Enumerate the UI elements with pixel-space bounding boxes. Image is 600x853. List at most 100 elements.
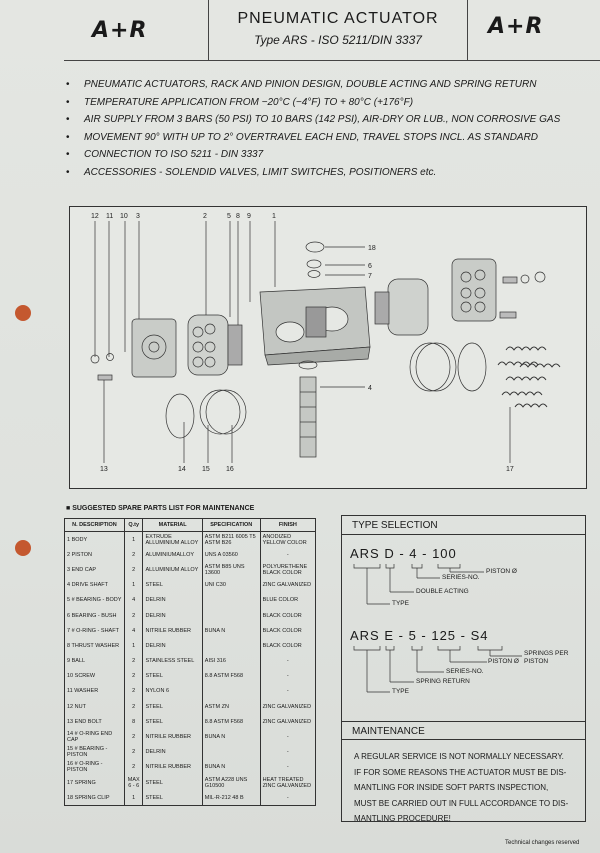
label-double-acting: DOUBLE ACTING bbox=[416, 588, 469, 595]
cell-description: 5 # BEARING - BODY bbox=[64, 592, 125, 608]
callout-number: 16 bbox=[226, 466, 234, 473]
cell-qty: 2 bbox=[123, 668, 144, 684]
label-series-no: SERIES-NO. bbox=[446, 668, 484, 675]
cell-qty: 1 bbox=[123, 531, 144, 548]
cell-spec: ASTM ZN bbox=[201, 699, 261, 715]
cell-description: 12 NUT bbox=[64, 699, 125, 715]
type-selection-title: TYPE SELECTION bbox=[342, 516, 585, 535]
cell-spec bbox=[201, 607, 261, 624]
brand-logo-right: A+R bbox=[488, 14, 544, 39]
spare-parts-table: N. DESCRIPTION Q.ty MATERIAL SPECIFICATI… bbox=[64, 518, 317, 807]
cell-description: 6 BEARING - BUSH bbox=[64, 607, 125, 624]
cell-description: 1 BODY bbox=[64, 531, 125, 548]
cell-qty: 2 bbox=[123, 607, 144, 624]
cell-spec: ASTM B85 UNS 13600 bbox=[201, 562, 261, 578]
cell-spec: BUNA N bbox=[201, 759, 261, 775]
exploded-view-svg: 12 11 10 3 2 5 8 9 1 18 6 7 4 13 14 15 1… bbox=[90, 213, 561, 473]
cell-description: 16 # O-RING - PISTON bbox=[64, 759, 125, 775]
cell-material: NITRILE RUBBER bbox=[142, 623, 203, 639]
cell-spec: 8.8 ASTM F568 bbox=[201, 668, 261, 684]
cell-finish: - bbox=[259, 759, 317, 775]
label-type: TYPE bbox=[392, 688, 409, 695]
cell-finish: - bbox=[259, 729, 317, 745]
punch-hole bbox=[15, 305, 31, 321]
callout-number: 14 bbox=[178, 466, 186, 473]
cell-material: NITRILE RUBBER bbox=[142, 759, 203, 775]
maintenance-line: A REGULAR SERVICE IS NOT NORMALLY NECESS… bbox=[354, 752, 564, 761]
callout-number: 7 bbox=[368, 273, 372, 280]
cell-description: 3 END CAP bbox=[64, 562, 125, 578]
cell-qty: 2 bbox=[123, 729, 144, 745]
table-header-row: N. DESCRIPTION Q.ty MATERIAL SPECIFICATI… bbox=[64, 518, 317, 532]
feature-list: PNEUMATIC ACTUATORS, RACK AND PINION DES… bbox=[66, 76, 594, 181]
cell-finish: ZINC GALVANIZED bbox=[259, 577, 317, 593]
callout-number: 13 bbox=[100, 466, 108, 473]
cell-finish: ZINC GALVANIZED bbox=[259, 714, 317, 730]
callout-number: 10 bbox=[120, 213, 128, 220]
cell-description: 11 WASHER bbox=[64, 683, 125, 700]
cell-material: STEEL bbox=[142, 775, 203, 791]
feature-item: CONNECTION TO ISO 5211 - DIN 3337 bbox=[66, 146, 594, 164]
cell-finish: BLACK COLOR bbox=[259, 638, 317, 654]
cell-material: STEEL bbox=[142, 714, 203, 730]
cell-material: STEEL bbox=[142, 699, 203, 715]
cell-qty: 1 bbox=[123, 790, 144, 807]
cell-qty: 8 bbox=[123, 714, 144, 730]
type-code-spring-return: ARS E - 5 - 125 - S4 bbox=[350, 628, 489, 643]
column-header: Q.ty bbox=[123, 518, 144, 532]
cell-finish: ZINC GALVANIZED bbox=[259, 699, 317, 715]
type-code-double-acting: ARS D - 4 - 100 bbox=[350, 546, 457, 561]
cell-spec bbox=[201, 592, 261, 608]
callout-number: 17 bbox=[506, 466, 514, 473]
callout-number: 12 bbox=[91, 213, 99, 220]
cell-qty: 2 bbox=[123, 547, 144, 563]
cell-finish: BLUE COLOR bbox=[259, 592, 317, 608]
cell-finish: BLACK COLOR bbox=[259, 623, 317, 639]
column-header: SPECIFICATION bbox=[201, 518, 261, 532]
cell-finish: - bbox=[259, 653, 317, 669]
cell-finish: - bbox=[259, 744, 317, 760]
maintenance-text: A REGULAR SERVICE IS NOT NORMALLY NECESS… bbox=[354, 749, 582, 827]
column-header: N. DESCRIPTION bbox=[64, 518, 125, 532]
label-series-no: SERIES-NO. bbox=[442, 574, 480, 581]
maintenance-line: MANTLING PROCEDURE! bbox=[354, 814, 451, 823]
cell-material: STEEL bbox=[142, 668, 203, 684]
callout-number: 18 bbox=[368, 245, 376, 252]
feature-item: TEMPERATURE APPLICATION FROM −20°C (−4°F… bbox=[66, 94, 594, 112]
cell-qty: 2 bbox=[123, 562, 144, 578]
cell-description: 4 DRIVE SHAFT bbox=[64, 577, 125, 593]
cell-spec bbox=[201, 683, 261, 700]
cell-description: 7 # O-RING - SHAFT bbox=[64, 623, 125, 639]
cell-material: NITRILE RUBBER bbox=[142, 729, 203, 745]
cell-material: ALUMINIUMALLOY bbox=[142, 547, 203, 563]
callout-number: 4 bbox=[368, 385, 372, 392]
spares-title: ■ SUGGESTED SPARE PARTS LIST FOR MAINTEN… bbox=[66, 505, 255, 512]
callout-number: 1 bbox=[272, 213, 276, 220]
header-divider bbox=[467, 0, 468, 60]
cell-material: STEEL bbox=[142, 577, 203, 593]
cell-description: 18 SPRING CLIP bbox=[64, 790, 125, 807]
callout-number: 8 bbox=[236, 213, 240, 220]
callout-number: 15 bbox=[202, 466, 210, 473]
cell-spec: 8.8 ASTM F568 bbox=[201, 714, 261, 730]
label-piston-diameter: PISTON Ø bbox=[488, 658, 519, 665]
cell-description: 10 SCREW bbox=[64, 668, 125, 684]
column-header: MATERIAL bbox=[142, 518, 203, 532]
cell-spec: ASTM B211 6005 T5 ASTM B26 bbox=[201, 531, 261, 548]
cell-qty: 1 bbox=[123, 577, 144, 593]
feature-item: MOVEMENT 90° WITH UP TO 2° OVERTRAVEL EA… bbox=[66, 129, 594, 147]
feature-item: ACCESSORIES - SOLENDID VALVES, LIMIT SWI… bbox=[66, 164, 594, 182]
cell-description: 13 END BOLT bbox=[64, 714, 125, 730]
cell-qty: MAX 6 - 6 bbox=[123, 775, 144, 791]
cell-material: STAINLESS STEEL bbox=[142, 653, 203, 669]
maintenance-line: MUST BE CARRIED OUT IN FULL ACCORDANCE T… bbox=[354, 798, 569, 808]
